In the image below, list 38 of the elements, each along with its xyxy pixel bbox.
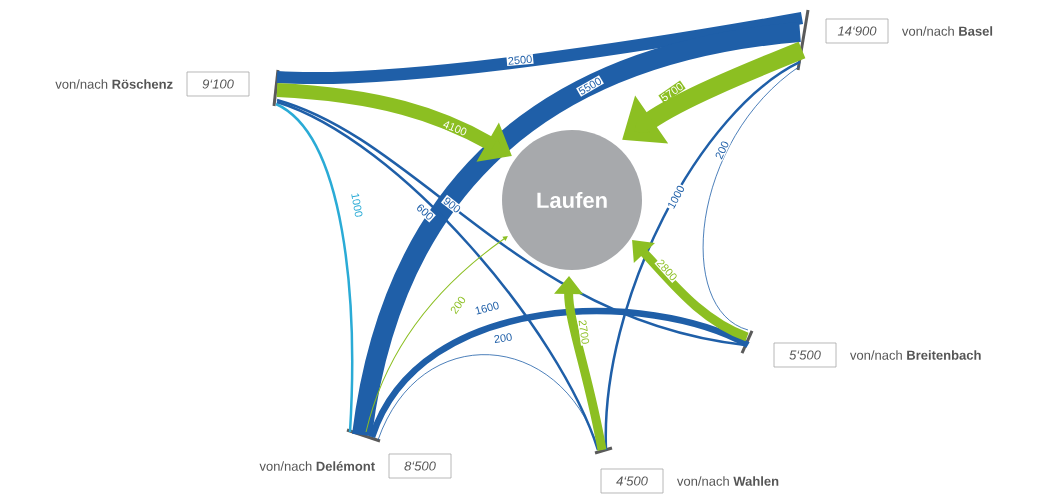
count-box: 4‘500	[600, 468, 664, 494]
flow-band	[377, 354, 599, 449]
place-label: von/nach Wahlen	[677, 476, 779, 486]
flow-arrow	[632, 240, 749, 342]
gate-bar	[594, 446, 613, 455]
flow-band	[702, 65, 801, 331]
flow-band	[276, 12, 804, 85]
place-label: von/nach Delémont	[259, 461, 375, 471]
flow-label: 1000	[665, 183, 687, 211]
flow-label: 200	[492, 331, 514, 345]
place-label: von/nach Breitenbach	[850, 350, 981, 360]
flow-band	[276, 100, 600, 451]
gate-bar	[740, 330, 754, 354]
count-box: 9‘100	[186, 71, 250, 97]
place-label: von/nach Basel	[902, 26, 993, 36]
flow-label: 2500	[506, 53, 534, 66]
flow-band	[369, 308, 750, 439]
flow-band	[352, 22, 802, 437]
place-label: von/nach Röschenz	[55, 79, 173, 89]
flow-label: 600	[414, 201, 436, 223]
flow-label: 5500	[576, 75, 604, 97]
gate-bar	[346, 428, 381, 443]
flow-label: 5700	[658, 80, 686, 104]
flow-band	[604, 60, 801, 451]
flow-label: 1000	[349, 191, 365, 219]
count-box: 5‘500	[773, 342, 837, 368]
gate-bar	[796, 9, 810, 71]
flow-band	[275, 102, 354, 433]
flow-label: 4100	[440, 118, 470, 138]
flow-label: 200	[448, 293, 468, 317]
count-box: 8‘500	[388, 453, 452, 479]
gate-bar	[272, 69, 280, 107]
flow-arrow	[365, 236, 508, 433]
count-box: 14‘900	[825, 18, 889, 44]
flow-label: 900	[440, 194, 464, 216]
flow-label: 2700	[577, 318, 591, 346]
flow-label: 200	[713, 138, 731, 162]
flow-label: 1600	[472, 299, 502, 317]
